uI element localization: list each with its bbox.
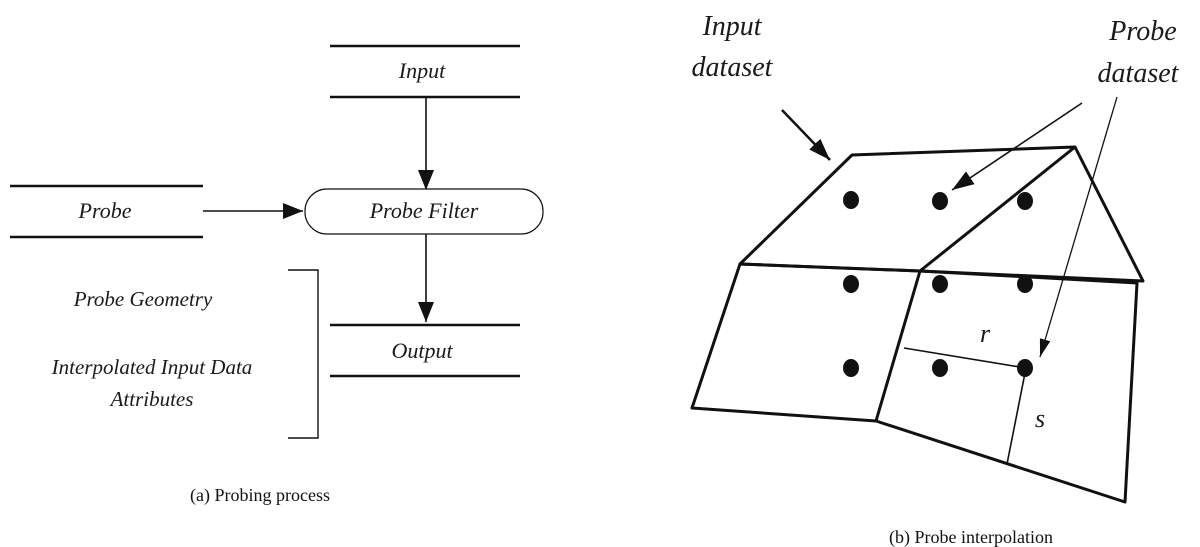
mesh-cell-bottom-right [875, 269, 1139, 504]
caption-probe-interpolation: (b) Probe interpolation [889, 527, 1053, 547]
interpolated-attributes-text-line1: Interpolated Input Data [51, 355, 253, 379]
interpolated-attributes-text-line2: Attributes [109, 387, 194, 411]
s-line [1006, 367, 1027, 465]
probe-dataset-label-line1: Probe [1108, 16, 1176, 47]
probe-point [932, 275, 948, 293]
probe-geometry-text: Probe Geometry [73, 287, 213, 311]
probe-filter-label: Probe Filter [369, 198, 479, 223]
probe-points [843, 191, 1033, 377]
probe-point [843, 359, 859, 377]
output-store: Output [330, 323, 520, 378]
probe-label: Probe [78, 198, 132, 223]
probe-point [1017, 275, 1033, 293]
output-bracket [288, 269, 319, 439]
probing-process-diagram: Input Probe Probe Filter Output Probe Ge [10, 44, 544, 506]
probe-store: Probe [10, 184, 203, 239]
r-line [903, 347, 1027, 369]
input-label: Input [398, 58, 446, 83]
output-label: Output [391, 338, 453, 363]
s-label: s [1035, 404, 1045, 433]
probe-interpolation-diagram: Input dataset Probe dataset r s [690, 11, 1180, 547]
input-dataset-arrow [781, 109, 831, 161]
input-dataset-mesh [690, 145, 1145, 504]
r-label: r [980, 319, 991, 348]
input-dataset-label-line1: Input [701, 11, 762, 42]
probe-point [932, 192, 948, 210]
input-dataset-label-line2: dataset [692, 52, 774, 83]
probe-dataset-arrow-to-point [951, 102, 1083, 191]
probe-point [843, 275, 859, 293]
probe-point [1017, 192, 1033, 210]
probe-point [932, 359, 948, 377]
probe-point [1017, 359, 1033, 377]
caption-probing-process: (a) Probing process [190, 485, 330, 506]
input-store: Input [330, 44, 520, 99]
mesh-cell-bottom-left [690, 262, 922, 423]
probe-filter-box: Probe Filter [304, 188, 544, 235]
probe-dataset-label-line2: dataset [1098, 58, 1180, 89]
probe-dataset-arrow-to-interp-point [1039, 96, 1118, 358]
probe-point [843, 191, 859, 209]
mesh-cell-top-right [919, 146, 1145, 283]
